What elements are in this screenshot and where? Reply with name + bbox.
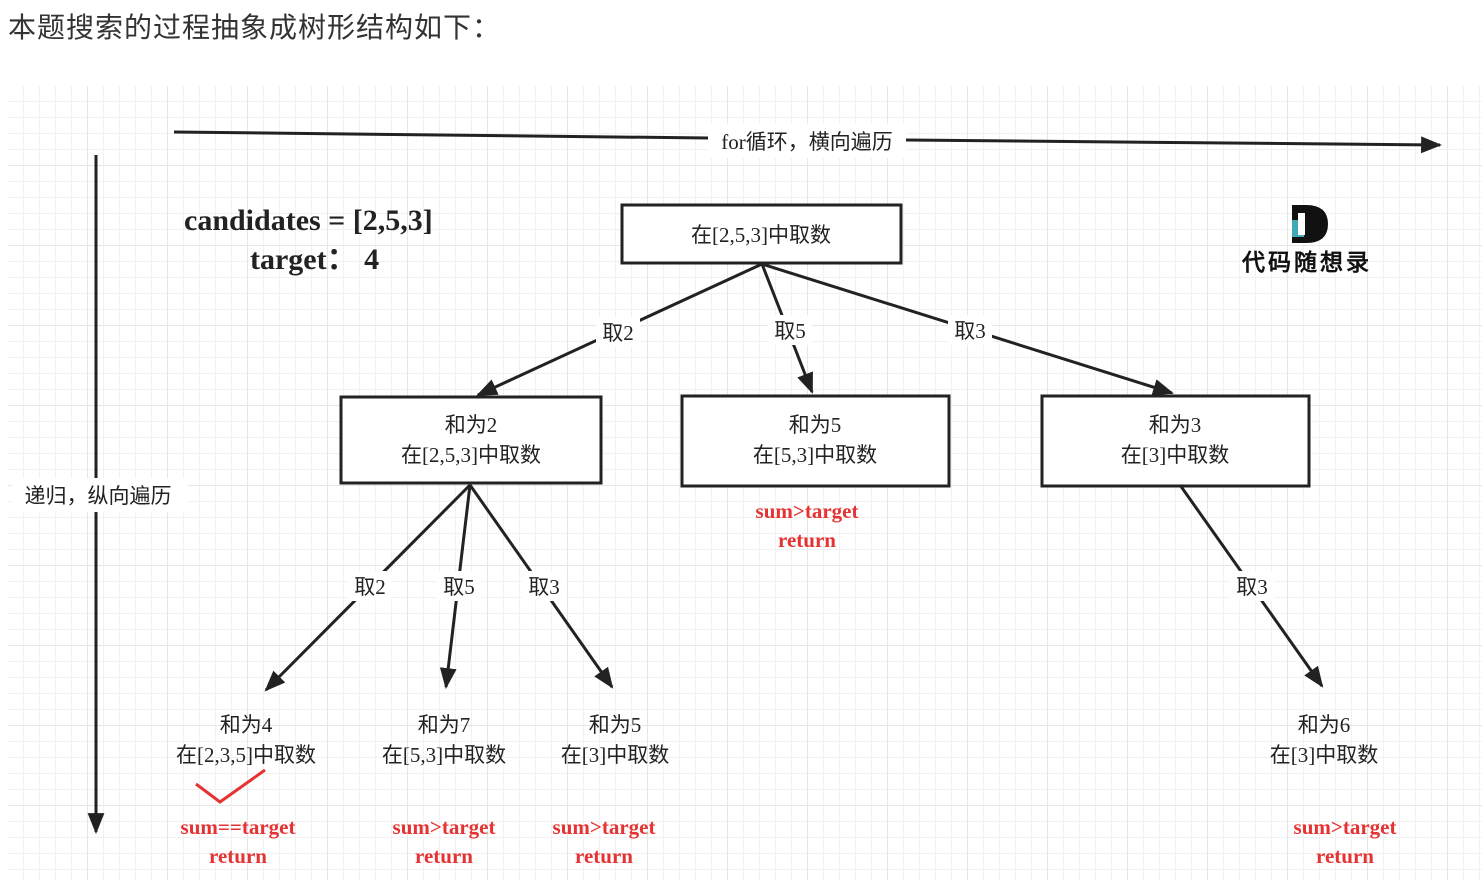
vertical-axis-label: 递归，纵向遍历 — [25, 484, 172, 508]
edge-label-n3-3: 取3 — [1236, 575, 1268, 599]
candidates-label: candidates = [2,5,3] — [184, 204, 433, 237]
result-l6-condition: sum>target — [1294, 815, 1397, 839]
node-sum-5-sum: 和为5 — [789, 413, 842, 437]
result-l5-condition: sum>target — [553, 815, 656, 839]
page-heading: 本题搜索的过程抽象成树形结构如下： — [8, 11, 502, 44]
logo: 代码随想录 — [1241, 205, 1372, 276]
checkmark-icon — [195, 768, 266, 804]
leaf-sum-4-sum: 和为4 — [220, 713, 273, 737]
node-sum-3-range: 在[3]中取数 — [1121, 443, 1230, 467]
result-l7-return: return — [415, 844, 473, 868]
result-n5-condition: sum>target — [756, 499, 859, 523]
result-l4-condition: sum==target — [181, 815, 296, 839]
leaf-sum-6-range: 在[3]中取数 — [1270, 743, 1379, 767]
result-n5-return: return — [778, 528, 836, 552]
root-node-label: 在[2,5,3]中取数 — [691, 223, 831, 247]
result-l6-return: return — [1316, 844, 1374, 868]
leaf-sum-5-sum: 和为5 — [589, 713, 642, 737]
target-label: target： 4 — [250, 243, 379, 276]
node-sum-2-range: 在[2,5,3]中取数 — [401, 443, 541, 467]
edge-label-root-5: 取5 — [774, 319, 806, 343]
leaf-sum-5-range: 在[3]中取数 — [561, 743, 670, 767]
leaf-sum-6-sum: 和为6 — [1298, 713, 1351, 737]
leaf-sum-7-sum: 和为7 — [418, 713, 471, 737]
node-sum-2-sum: 和为2 — [445, 413, 498, 437]
edge-label-n2-2: 取2 — [354, 575, 386, 599]
node-sum-3 — [1040, 394, 1311, 488]
horizontal-axis-label: for循环，横向遍历 — [721, 130, 893, 154]
edge-label-root-2: 取2 — [602, 321, 634, 345]
leaf-sum-4-range: 在[2,3,5]中取数 — [176, 743, 316, 767]
root-node — [620, 203, 903, 265]
result-l5-return: return — [575, 844, 633, 868]
result-l7-condition: sum>target — [393, 815, 496, 839]
leaf-sum-7-range: 在[5,3]中取数 — [382, 743, 506, 767]
horizontal-axis-line-left — [173, 130, 709, 140]
result-l4-return: return — [209, 844, 267, 868]
horizontal-axis-arrow — [905, 136, 1443, 154]
vertical-axis-label-bg — [12, 478, 188, 512]
edge-label-n2-3: 取3 — [528, 575, 560, 599]
edge-label-n2-5: 取5 — [443, 575, 475, 599]
node-sum-2 — [339, 395, 603, 485]
node-sum-5-range: 在[5,3]中取数 — [753, 443, 877, 467]
node-sum-5 — [680, 394, 951, 488]
node-sum-3-sum: 和为3 — [1149, 413, 1202, 437]
edge-label-root-3: 取3 — [954, 319, 986, 343]
horizontal-axis-label-bg — [708, 124, 906, 158]
logo-text: 代码随想录 — [1241, 249, 1372, 276]
